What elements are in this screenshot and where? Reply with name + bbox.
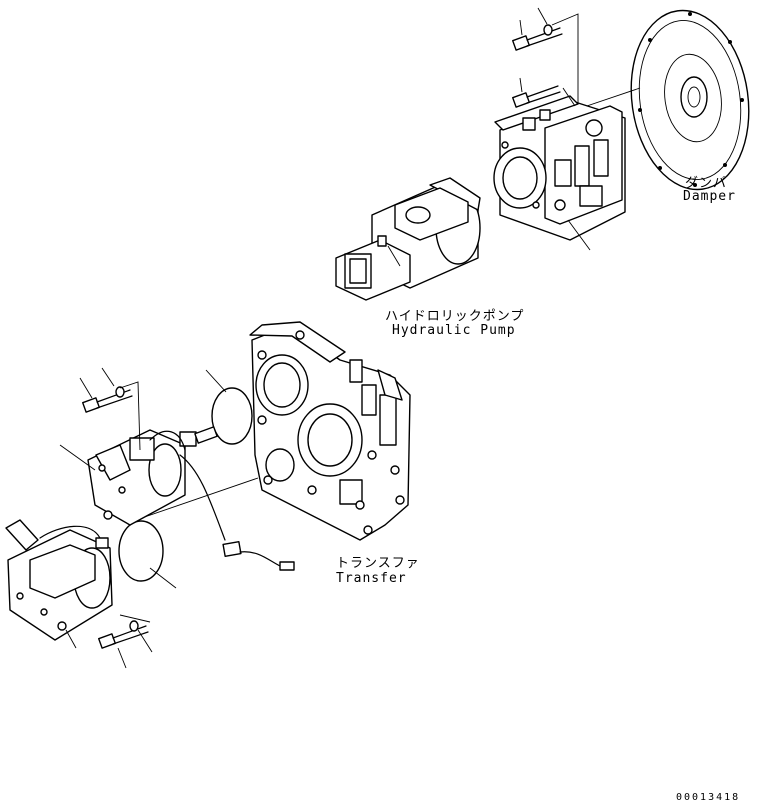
motor-bolts-upper <box>79 367 141 451</box>
pump-bolts <box>512 7 579 108</box>
motor-lower-left <box>5 519 113 641</box>
damper-label-jp: ダンパ <box>685 176 728 191</box>
hydraulic-pump-main <box>493 95 626 241</box>
hydraulic-pump-secondary <box>335 177 481 301</box>
document-number: 00013418 <box>676 792 741 803</box>
damper-label-en: Damper <box>683 189 736 204</box>
o-ring-upper <box>205 369 253 445</box>
pump-leader-line <box>567 219 591 251</box>
damper-disc <box>630 9 750 191</box>
o-ring-lower <box>118 477 259 589</box>
transfer-label-jp: トランスファ <box>336 556 420 571</box>
speed-sensor <box>222 541 295 571</box>
motor-bolts-lower <box>65 614 153 669</box>
transfer-housing <box>249 321 411 541</box>
transfer-label-en: Transfer <box>336 571 407 586</box>
motor-upper-left <box>59 426 226 541</box>
pump-label-jp: ハイドロリックポンプ <box>385 309 525 324</box>
pump-label-en: Hydraulic Pump <box>392 323 516 338</box>
